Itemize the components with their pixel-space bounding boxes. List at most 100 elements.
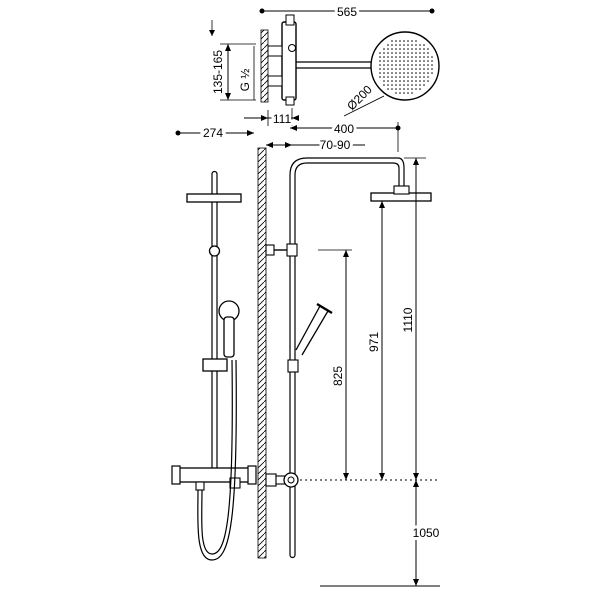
dim-971: 971 [367, 332, 381, 352]
dim-135-165: 135-165 [211, 50, 225, 94]
nozzle-dot [427, 60, 429, 62]
nozzle-dot [391, 60, 393, 62]
shower-head-top-view [370, 31, 440, 101]
nozzle-dot [407, 68, 409, 70]
nozzle-dot [415, 60, 417, 62]
nozzle-dot [391, 80, 393, 82]
nozzle-dot [431, 64, 433, 66]
nozzle-dot [383, 56, 385, 58]
nozzle-dot [419, 72, 421, 74]
nozzle-dot [407, 76, 409, 78]
nozzle-dot [403, 72, 405, 74]
dim-111: 111 [273, 112, 292, 126]
nozzle-dot [415, 56, 417, 58]
nozzle-dot [399, 44, 401, 46]
nozzle-dot [395, 92, 397, 94]
nozzle-dot [407, 64, 409, 66]
nozzle-dot [411, 76, 413, 78]
nozzle-dot [407, 92, 409, 94]
nozzle-dot [415, 52, 417, 54]
nozzle-dot [403, 68, 405, 70]
nozzle-dot [391, 88, 393, 90]
nozzle-dot [419, 76, 421, 78]
nozzle-dot [411, 92, 413, 94]
mixer-knob-right [247, 465, 257, 485]
nozzle-dot [431, 56, 433, 58]
nozzle-dot [395, 76, 397, 78]
slider-holder-front [202, 358, 228, 372]
dim-825: 825 [331, 366, 345, 386]
hand-shower-handle-front [223, 316, 235, 358]
dim-1050: 1050 [413, 526, 440, 540]
nozzle-dot [403, 88, 405, 90]
nozzle-dot [419, 68, 421, 70]
nozzle-dot [407, 80, 409, 82]
nozzle-dot [399, 48, 401, 50]
nozzle-dot [379, 68, 381, 70]
nozzle-dot [423, 84, 425, 86]
nozzle-dot [399, 80, 401, 82]
nozzle-dot [399, 64, 401, 66]
nozzle-dot [419, 52, 421, 54]
nozzle-dot [379, 56, 381, 58]
top-view: 565 135-165 G ½ 111 Ø200 [209, 2, 440, 129]
nozzle-dot [427, 76, 429, 78]
wall-connector-lower [267, 75, 283, 87]
nozzle-dot [407, 60, 409, 62]
nozzle-dot [395, 84, 397, 86]
nozzle-dot [391, 56, 393, 58]
column-top-view [288, 44, 296, 52]
nozzle-dot [411, 56, 413, 58]
nozzle-dot [383, 84, 385, 86]
nozzle-dot [403, 84, 405, 86]
nozzle-dot [383, 64, 385, 66]
mixer-handle-bottom [285, 96, 295, 106]
nozzle-dot [391, 44, 393, 46]
hand-shower-side [295, 305, 329, 356]
mixer-body-top [281, 21, 297, 101]
nozzle-dot [415, 72, 417, 74]
nozzle-dot [379, 52, 381, 54]
shower-head-nozzles [379, 40, 433, 94]
nozzle-dot [399, 56, 401, 58]
nozzle-dot [383, 80, 385, 82]
mixer-outlet [195, 481, 205, 491]
dim-1110: 1110 [401, 307, 415, 332]
nozzle-dot [407, 48, 409, 50]
wall-top-view [260, 29, 269, 103]
nozzle-dot [423, 48, 425, 50]
dim-274: 274 [203, 126, 223, 140]
nozzle-dot [415, 48, 417, 50]
nozzle-dot [379, 76, 381, 78]
nozzle-dot [395, 72, 397, 74]
nozzle-dot [403, 40, 405, 42]
slider-side [287, 359, 299, 373]
nozzle-dot [399, 92, 401, 94]
nozzle-dot [411, 60, 413, 62]
nozzle-dot [415, 88, 417, 90]
nozzle-dot [415, 76, 417, 78]
nozzle-dot [383, 68, 385, 70]
nozzle-dot [423, 52, 425, 54]
nozzle-dot [383, 52, 385, 54]
nozzle-dot [427, 72, 429, 74]
nozzle-dot [399, 76, 401, 78]
nozzle-dot [415, 68, 417, 70]
nozzle-dot [411, 40, 413, 42]
nozzle-dot [419, 80, 421, 82]
nozzle-dot [395, 88, 397, 90]
nozzle-dot [387, 76, 389, 78]
nozzle-dot [415, 40, 417, 42]
nozzle-dot [419, 56, 421, 58]
nozzle-dot [387, 80, 389, 82]
nozzle-dot [387, 60, 389, 62]
dim-565: 565 [337, 5, 357, 19]
nozzle-dot [423, 80, 425, 82]
nozzle-dot [427, 56, 429, 58]
nozzle-dot [395, 80, 397, 82]
nozzle-dot [407, 88, 409, 90]
nozzle-dot [403, 76, 405, 78]
nozzle-dot [395, 56, 397, 58]
nozzle-dot [383, 60, 385, 62]
